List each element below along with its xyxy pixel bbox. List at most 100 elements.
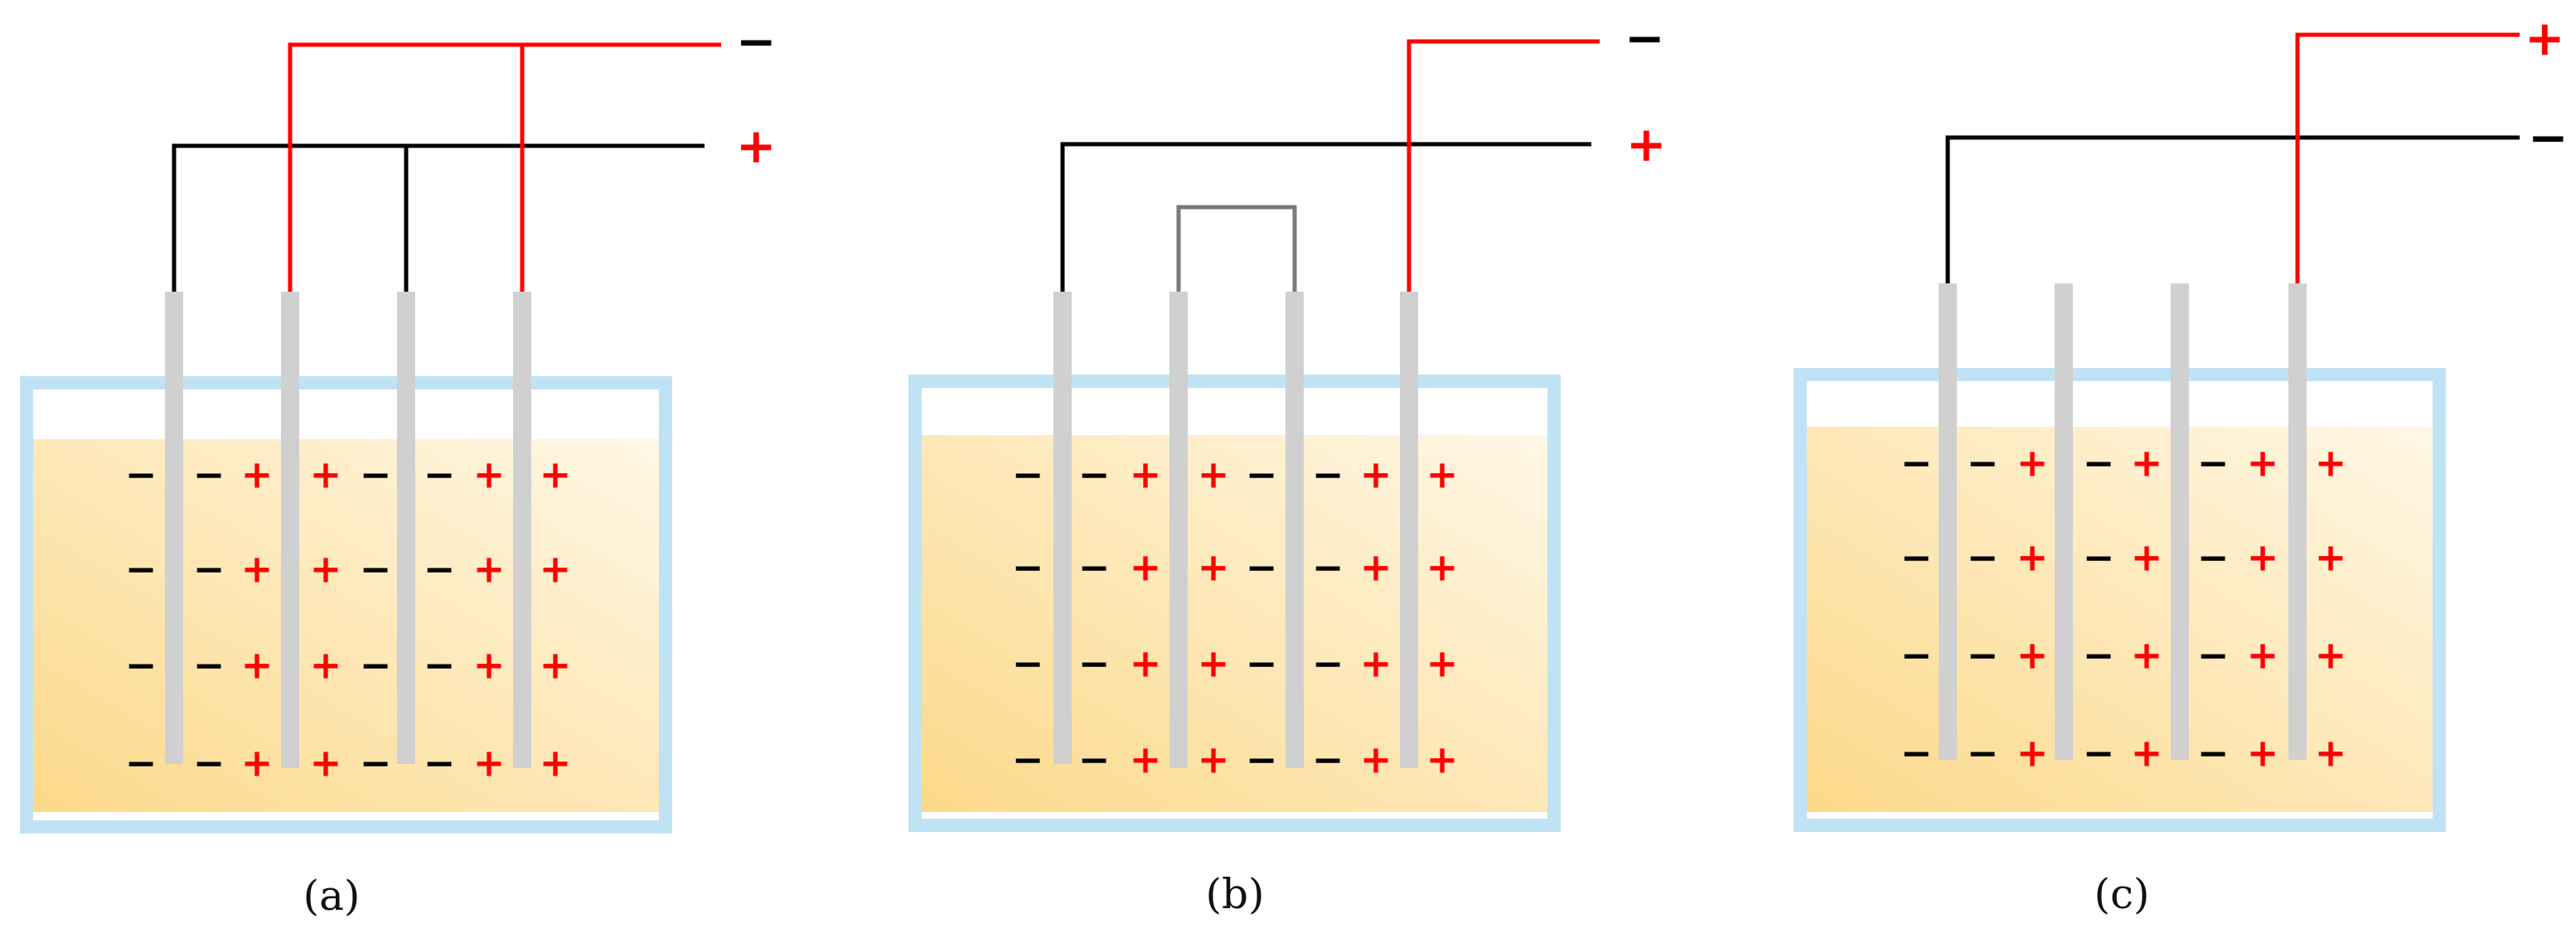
positive-charge: +	[310, 643, 342, 688]
negative-charge: −	[193, 452, 225, 497]
negative-charge: −	[1312, 452, 1344, 497]
panel-b-electrode-2	[1169, 292, 1188, 768]
negative-charge: −	[1967, 731, 1999, 776]
negative-charge: −	[1078, 545, 1111, 590]
negative-charge: −	[1312, 641, 1344, 686]
positive-charge: +	[310, 547, 342, 592]
panel-a-negative-wire	[288, 42, 721, 297]
positive-charge: +	[310, 452, 342, 497]
positive-charge: +	[1198, 545, 1230, 590]
positive-charge: +	[473, 741, 506, 786]
negative-charge: −	[2197, 441, 2230, 486]
positive-charge: +	[1360, 641, 1392, 686]
panel-b-electrode-3	[1286, 292, 1304, 768]
panel-c-electrode-2	[2055, 283, 2073, 760]
panel-a-caption: (a)	[303, 872, 361, 920]
positive-charge: +	[241, 741, 274, 786]
positive-charge: +	[1426, 545, 1459, 590]
positive-charge: +	[241, 452, 274, 497]
panel-c-bottom-terminal-label: −	[2528, 109, 2569, 166]
panel-a-charges: −−++−−++−−++−−++−−++−−++−−++−−++	[125, 452, 572, 786]
negative-charge: −	[360, 452, 392, 497]
negative-charge: −	[193, 547, 225, 592]
panel-a-electrolyte	[33, 439, 659, 812]
positive-charge: +	[241, 643, 274, 688]
positive-charge: +	[2131, 535, 2163, 580]
negative-charge: −	[1078, 452, 1111, 497]
panel-c-charges: −−+−+−++−−+−+−++−−+−+−++−−+−+−++	[1901, 441, 2347, 776]
panel-c-electrode-4	[2288, 283, 2307, 760]
positive-charge: +	[540, 547, 572, 592]
negative-charge: −	[193, 741, 225, 786]
negative-charge: −	[2083, 535, 2115, 580]
panel-b-electrode-1	[1053, 292, 1072, 764]
positive-charge: +	[2247, 633, 2279, 678]
negative-charge: −	[2197, 535, 2230, 580]
panel-b-tank	[908, 375, 1561, 832]
panel-c-tank	[1794, 368, 2446, 832]
negative-charge: −	[193, 643, 225, 688]
panel-c-electrode-1	[1939, 283, 1957, 760]
positive-charge: +	[1360, 452, 1392, 497]
positive-charge: +	[540, 452, 572, 497]
panel-b-top-terminal-label: −	[1625, 10, 1665, 66]
positive-charge: +	[2315, 441, 2347, 486]
negative-charge: −	[424, 452, 456, 497]
negative-charge: −	[1078, 737, 1111, 782]
panel-b-positive-wire	[1060, 142, 1591, 297]
positive-charge: +	[2315, 535, 2347, 580]
positive-charge: +	[1426, 641, 1459, 686]
positive-charge: +	[2247, 535, 2279, 580]
negative-charge: −	[1901, 441, 1933, 486]
negative-charge: −	[1246, 452, 1278, 497]
negative-charge: −	[1246, 545, 1278, 590]
negative-charge: −	[360, 547, 392, 592]
panel-c: + − −−+−+−++−−+−+−++−−+−+−++−−+−+−++ (c)	[1794, 10, 2569, 918]
positive-charge: +	[1198, 737, 1230, 782]
negative-charge: −	[125, 643, 157, 688]
panel-c-right-wire	[2295, 32, 2520, 288]
positive-charge: +	[310, 741, 342, 786]
panel-c-left-wire	[1945, 135, 2520, 288]
positive-charge: +	[473, 643, 506, 688]
negative-charge: −	[1078, 641, 1111, 686]
negative-charge: −	[1012, 641, 1044, 686]
positive-charge: +	[540, 741, 572, 786]
panel-a-electrode-1	[165, 292, 183, 764]
negative-charge: −	[2083, 441, 2115, 486]
negative-charge: −	[2197, 633, 2230, 678]
panel-a-top-terminal-label: −	[736, 13, 777, 70]
negative-charge: −	[125, 741, 157, 786]
negative-charge: −	[424, 741, 456, 786]
panel-b-electrode-4	[1400, 292, 1418, 768]
negative-charge: −	[1901, 731, 1933, 776]
positive-charge: +	[2131, 441, 2163, 486]
negative-charge: −	[1246, 641, 1278, 686]
negative-charge: −	[1246, 737, 1278, 782]
panel-a: − + −−++−−++−−++−−++−−++−−++−−++−−++ (a)	[20, 13, 777, 920]
negative-charge: −	[2197, 731, 2230, 776]
negative-charge: −	[125, 547, 157, 592]
negative-charge: −	[1012, 737, 1044, 782]
panel-b-caption: (b)	[1205, 870, 1264, 918]
positive-charge: +	[1130, 452, 1162, 497]
positive-charge: +	[2017, 731, 2049, 776]
panel-a-bottom-terminal-label: +	[736, 118, 777, 174]
negative-charge: −	[424, 547, 456, 592]
positive-charge: +	[473, 452, 506, 497]
positive-charge: +	[540, 643, 572, 688]
negative-charge: −	[1312, 545, 1344, 590]
positive-charge: +	[2131, 731, 2163, 776]
panel-c-caption: (c)	[2094, 870, 2149, 918]
panel-c-electrode-3	[2171, 283, 2189, 760]
panel-b: − + −−++−−++−−++−−++−−++−−++−−++−−++ (b)	[908, 10, 1667, 918]
panel-a-electrode-3	[397, 292, 415, 764]
positive-charge: +	[2017, 633, 2049, 678]
negative-charge: −	[1967, 535, 1999, 580]
positive-charge: +	[2247, 441, 2279, 486]
negative-charge: −	[1967, 633, 1999, 678]
negative-charge: −	[1012, 545, 1044, 590]
panel-a-electrode-2	[281, 292, 299, 768]
negative-charge: −	[2083, 731, 2115, 776]
negative-charge: −	[360, 643, 392, 688]
